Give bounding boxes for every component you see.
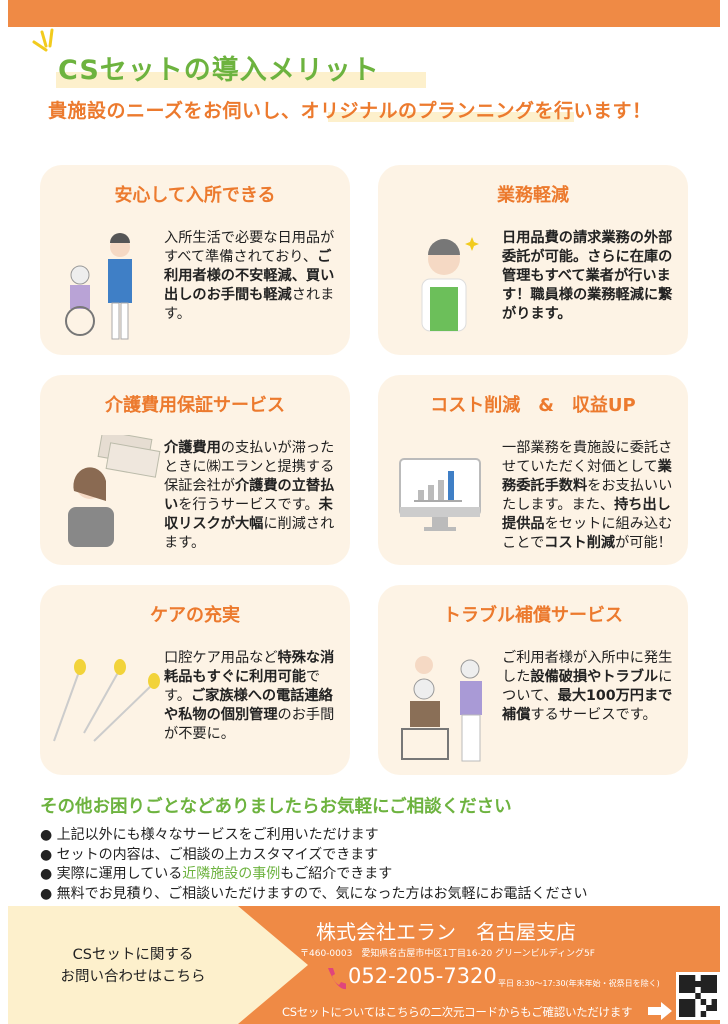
bullet-item: ● セットの内容は、ご相談の上カスタマイズできます xyxy=(40,846,588,866)
bullet-text: ● 実際に運用している xyxy=(40,866,183,882)
body-text: 入所生活で必要な日用品がすべて準備されており、 xyxy=(164,230,335,265)
card-care-fee-guarantee: 介護費用保証サービス 介護費用の支払いが滞ったときに㈱エランと提携する保証会社が… xyxy=(40,375,350,565)
bullet-text: ● 上記以外にも様々なサービスをご利用いただけます xyxy=(40,827,379,843)
emphasized-text: 未収リスクが大幅 xyxy=(164,497,333,532)
page-subtitle: 貴施設のニーズをお伺いし、オリジナルのプランニングを行います！ xyxy=(48,100,652,122)
card-body: 日用品費の請求業務の外部委託が可能。さらに在庫の管理もすべて業者が行います！職員… xyxy=(502,229,678,324)
inquiry-line: お問い合わせはこちら xyxy=(60,969,206,985)
body-text: のお手間が不要に。 xyxy=(164,707,335,742)
oral-swab-illustration xyxy=(53,659,160,742)
emphasized-text: 日用品費の請求業務の外部委託が可能。さらに在庫の管理もすべて業者が行います！職員… xyxy=(502,230,673,322)
body-text: 一部業務を貴施設に委託させていただく対価として xyxy=(502,440,673,475)
bullet-text: ● 無料でお見積り、ご相談いただけますので、気になった方はお気軽にお電話ください xyxy=(40,885,588,902)
qr-code[interactable] xyxy=(676,972,720,1020)
bullet-highlight: 近隣施設の事例 xyxy=(182,866,281,882)
emphasized-text: 介護費用 xyxy=(164,440,221,456)
business-hours: 平日 8:30～17:30(年末年始・祝祭日を除く) xyxy=(498,979,660,988)
service-bullet-list: ● 上記以外にも様々なサービスをご利用いただけます ● セットの内容は、ご相談の… xyxy=(40,826,588,904)
card-title: ケアの充実 xyxy=(150,605,240,626)
body-text: に削減されます。 xyxy=(164,516,335,551)
body-text: の支払いが滞ったときに㈱エランと提携する保証会社が xyxy=(164,440,335,494)
emphasized-text: 業務委託手数料 xyxy=(502,459,672,494)
title-highlight xyxy=(56,72,426,88)
card-title: 業務軽減 xyxy=(497,185,569,206)
page-title: CSセットの導入メリット xyxy=(58,55,380,86)
body-text: するサービスです。 xyxy=(530,707,657,723)
emphasized-text: 設備破損やトラブル xyxy=(530,669,659,685)
subtitle-highlight xyxy=(328,112,574,122)
card-trouble-compensation: トラブル補償サービス ご利用者様が入所中に発生した設備破損やトラブルについて、最… xyxy=(378,585,688,775)
inquiry-label: CSセットに関するお問い合わせはこちら xyxy=(58,944,208,988)
arrow-right-icon xyxy=(648,1002,672,1020)
emphasized-text: 持ち出し提供品 xyxy=(502,497,671,532)
company-address: 〒460-0003 愛知県名古屋市中区1丁目16-20 グリーンビルディング5F xyxy=(300,949,595,959)
body-text: をセットに組み込むことで xyxy=(502,516,673,551)
staff-with-banknotes-illustration xyxy=(68,435,161,547)
body-text: です。 xyxy=(164,669,321,704)
body-text: されます。 xyxy=(164,287,335,322)
consultation-heading: その他お困りごとなどありましたらお気軽にご相談ください xyxy=(40,797,512,817)
bullet-item: ● 上記以外にも様々なサービスをご利用いただけます xyxy=(40,826,588,846)
bullet-text: もご紹介できます xyxy=(280,866,393,882)
card-body: 介護費用の支払いが滞ったときに㈱エランと提携する保証会社が介護費の立替払いを行う… xyxy=(164,439,340,553)
emphasized-text: コスト削減 xyxy=(544,535,616,551)
staff-apron-illustration xyxy=(421,237,479,332)
body-text: について、 xyxy=(502,669,673,704)
phone-number[interactable]: 052-205-7320 xyxy=(348,964,497,988)
monitor-chart-illustration xyxy=(399,458,481,531)
card-title: 介護費用保証サービス xyxy=(105,395,285,416)
card-body: 入所生活で必要な日用品がすべて準備されており、ご利用者様の不安軽減、買い出しのお… xyxy=(164,229,340,324)
contact-footer: CSセットに関するお問い合わせはこちら 株式会社エラン 名古屋支店 〒460-0… xyxy=(8,906,720,1024)
card-body: ご利用者様が入所中に発生した設備破損やトラブルについて、最大100万円まで補償す… xyxy=(502,649,678,725)
body-text: をお支払いいたします。また、 xyxy=(502,478,673,513)
card-body: 一部業務を貴施設に委託させていただく対価として業務委託手数料をお支払いいたします… xyxy=(502,439,678,553)
body-text: 口腔ケア用品など xyxy=(164,650,278,666)
bullet-item: ● 実際に運用している近隣施設の事例もご紹介できます xyxy=(40,865,588,885)
top-banner xyxy=(8,0,720,27)
card-title: 安心して入所できる xyxy=(114,185,276,206)
bullet-item: ● 無料でお見積り、ご相談いただけますので、気になった方はお気軽にお電話ください xyxy=(40,885,588,905)
body-text: を行うサービスです。 xyxy=(178,497,319,513)
sparkle-icon xyxy=(32,28,54,52)
body-text: ご利用者様が入所中に発生した xyxy=(502,650,673,685)
qr-note: CSセットについてはこちらの二次元コードからもご確認いただけます xyxy=(282,1005,633,1019)
emphasized-text: ご家族様への電話連絡や私物の個別管理 xyxy=(164,688,333,723)
card-cost-reduction: コスト削減 & 収益UP 一部業務を貴施設に委託させていただく対価として業務委託… xyxy=(378,375,688,565)
emphasized-text: 最大100万円まで補償 xyxy=(502,688,673,723)
inquiry-line: CSセットに関する xyxy=(72,947,194,963)
body-text: が可能！ xyxy=(615,535,672,551)
card-body: 口腔ケア用品など特殊な消耗品もすぐに利用可能です。ご家族様への電話連絡や私物の個… xyxy=(164,649,340,744)
inquiry-arrow-panel xyxy=(8,906,308,1024)
family-wheelchair-illustration xyxy=(401,656,482,762)
card-title: コスト削減 & 収益UP xyxy=(430,395,636,416)
wheelchair-caregiver-illustration xyxy=(65,233,132,340)
card-title: トラブル補償サービス xyxy=(443,605,623,626)
phone-icon xyxy=(328,968,346,990)
emphasized-text: ご利用者様の不安軽減、買い出しのお手間も軽減 xyxy=(164,249,335,303)
company-name: 株式会社エラン 名古屋支店 xyxy=(316,920,576,944)
card-care-enhancement: ケアの充実 口腔ケア用品など特殊な消耗品もすぐに利用可能です。ご家族様への電話連… xyxy=(40,585,350,775)
emphasized-text: 特殊な消耗品もすぐに利用可能 xyxy=(164,650,335,685)
emphasized-text: 介護費の立替払い xyxy=(164,478,335,513)
card-peace-of-mind: 安心して入所できる 入所生活で必要な日用品がすべて準備されており、ご利用者様の不… xyxy=(40,165,350,355)
bullet-text: ● セットの内容は、ご相談の上カスタマイズできます xyxy=(40,846,379,863)
card-workload-reduction: 業務軽減 日用品費の請求業務の外部委託が可能。さらに在庫の管理もすべて業者が行い… xyxy=(378,165,688,355)
